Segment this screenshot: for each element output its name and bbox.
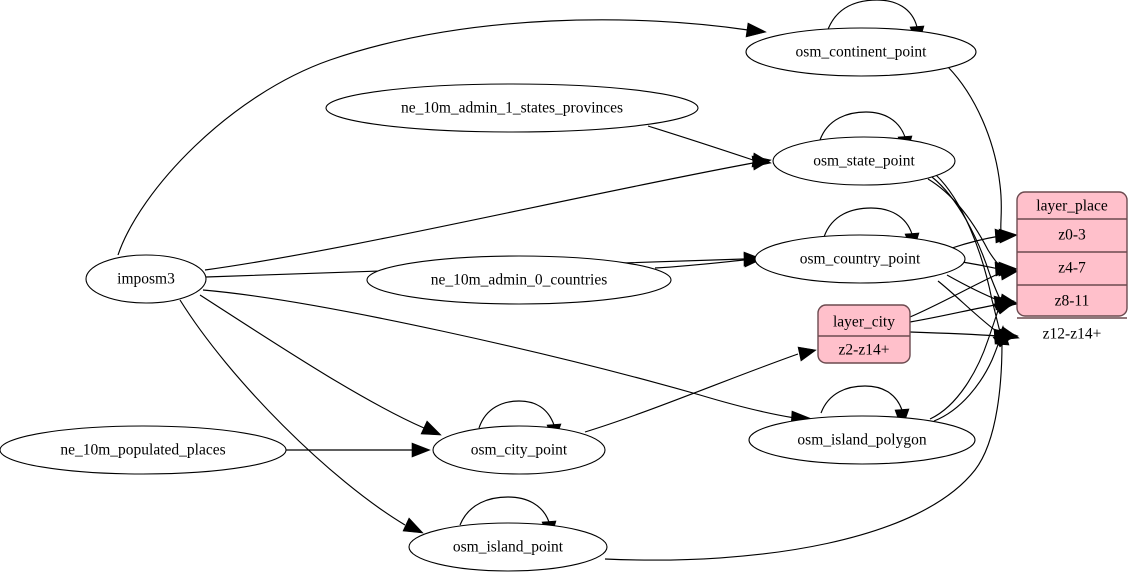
edge-imposm3-to-osm_state_point bbox=[204, 155, 772, 271]
edge-osm_country_point-to-layer_place-z0-3 bbox=[951, 228, 1018, 249]
node-osm-state-point-label: osm_state_point bbox=[813, 153, 915, 170]
edge-imposm3-to-osm_island_polygon bbox=[202, 289, 813, 427]
node-ne_10m_admin_1_states_provinces[interactable]: ne_10m_admin_1_states_provinces bbox=[325, 83, 699, 133]
node-imposm3-label: imposm3 bbox=[117, 271, 175, 288]
layer_place-row-title: layer_place bbox=[1036, 198, 1108, 215]
node-osm-city-point-label: osm_city_point bbox=[471, 442, 568, 459]
edge-osm_city_point-to-layer_city bbox=[584, 346, 817, 433]
node-ne-populated-label: ne_10m_populated_places bbox=[60, 442, 225, 459]
layer_place-row-z0-3: z0-3 bbox=[1058, 227, 1086, 244]
edge-osm_country_point-to-layer_place-z12 bbox=[937, 280, 1020, 341]
node-osm_island_point[interactable]: osm_island_point bbox=[408, 522, 608, 572]
layer_place-row-z12-z14: z12-z14+ bbox=[1043, 326, 1102, 343]
node-layer_place[interactable]: layer_place z0-3 z4-7 z8-11 z12-z14+ bbox=[1016, 191, 1128, 343]
node-ne-countries-label: ne_10m_admin_0_countries bbox=[431, 272, 608, 289]
node-osm-country-point-label: osm_country_point bbox=[800, 251, 921, 268]
node-osm_state_point[interactable]: osm_state_point bbox=[772, 136, 956, 186]
node-osm-continent-point-label: osm_continent_point bbox=[796, 44, 928, 61]
edge-imposm3-to-osm_city_point bbox=[199, 294, 442, 436]
node-osm-island-point-label: osm_island_point bbox=[453, 539, 564, 556]
node-osm_city_point[interactable]: osm_city_point bbox=[432, 425, 606, 475]
edge-osm_state_point-to-layer_place-z8-11 bbox=[931, 176, 1015, 311]
edge-ne_countries-to-osm_country_point bbox=[654, 252, 763, 269]
node-osm_country_point[interactable]: osm_country_point bbox=[754, 234, 966, 284]
node-osm_continent_point[interactable]: osm_continent_point bbox=[745, 27, 977, 77]
edge-osm_continent_point-to-layer_place-z0-3 bbox=[947, 66, 1015, 244]
edge-osm_island_point-to-layer_place-z12 bbox=[604, 325, 1010, 561]
edge-osm_island_polygon-to-layer_place-z8-11 bbox=[929, 301, 1016, 420]
layer_place-row-z8-11: z8-11 bbox=[1055, 293, 1090, 310]
node-imposm3[interactable]: imposm3 bbox=[85, 254, 207, 304]
layer_city-row-z2-z14: z2-z14+ bbox=[839, 342, 890, 359]
layer_place-row-z4-7: z4-7 bbox=[1058, 260, 1086, 277]
edge-ne_populated-to-osm_city_point bbox=[285, 442, 431, 458]
node-ne-states-label: ne_10m_admin_1_states_provinces bbox=[401, 100, 623, 117]
node-osm_island_polygon[interactable]: osm_island_polygon bbox=[748, 415, 976, 465]
node-layer_city[interactable]: layer_city z2-z14+ bbox=[817, 304, 911, 364]
node-layer: imposm3 ne_10m_admin_1_states_provinces … bbox=[0, 27, 1128, 572]
node-ne_10m_populated_places[interactable]: ne_10m_populated_places bbox=[0, 425, 287, 475]
edge-ne_states-to-osm_state_point bbox=[647, 125, 772, 168]
edge-imposm3-to-osm_continent_point bbox=[117, 19, 767, 256]
edge-layer_city-to-layer_place-z4-7 bbox=[909, 265, 1019, 318]
layer_city-row-title: layer_city bbox=[833, 314, 895, 331]
edge-imposm3-to-osm_island_point bbox=[179, 299, 424, 534]
node-ne_10m_admin_0_countries[interactable]: ne_10m_admin_0_countries bbox=[366, 255, 672, 305]
node-osm-island-polygon-label: osm_island_polygon bbox=[797, 432, 926, 449]
